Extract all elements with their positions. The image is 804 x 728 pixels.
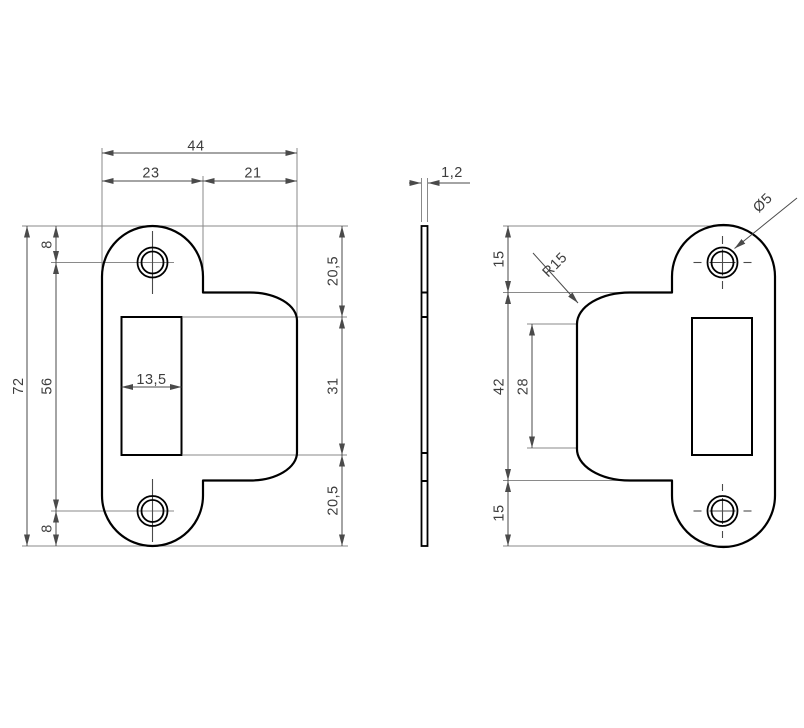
dim-label-back-offset-bottom: 15	[492, 504, 508, 521]
dim-front-width-total: 44	[102, 139, 297, 156]
dim-back-lip-span: 42	[492, 292, 511, 481]
dim-front-hole-spacing: 56	[40, 262, 59, 511]
side-view-outline	[420, 225, 429, 547]
callout-fillet-radius: R15	[532, 250, 579, 304]
front-screw-hole-top	[136, 231, 169, 294]
dim-label-lip-offset-top: 20,5	[326, 256, 342, 286]
dim-label-cutout-height: 31	[326, 377, 342, 394]
dim-front-width-left: 23	[102, 166, 203, 184]
dim-label-thickness: 1,2	[441, 165, 463, 181]
dim-label-hole-offset-bottom: 8	[40, 524, 56, 533]
dim-label-hole-diameter: Ø5	[750, 190, 776, 216]
dim-front-width-right: 21	[203, 166, 297, 184]
dim-label-width-right: 21	[244, 166, 261, 182]
dim-label-back-lip-span: 42	[492, 378, 508, 395]
dim-label-hole-spacing: 56	[40, 377, 56, 394]
dim-label-height-total: 72	[11, 377, 27, 394]
dim-back-offset-top: 15	[492, 226, 511, 293]
extension-lines	[22, 148, 731, 547]
back-view: 15 42 15 28 R15 Ø5	[492, 190, 798, 549]
callout-hole-diameter: Ø5	[734, 190, 798, 249]
dim-label-hole-offset-top: 8	[40, 240, 56, 249]
dim-front-height-total: 72	[11, 226, 31, 546]
dim-back-offset-bottom: 15	[492, 480, 511, 546]
dim-label-width-total: 44	[187, 139, 204, 155]
back-screw-hole-bottom	[693, 484, 752, 538]
dim-label-lip-face-height: 28	[516, 378, 532, 395]
dim-side-thickness: 1,2	[409, 165, 470, 186]
dim-label-back-offset-top: 15	[492, 250, 508, 267]
dim-front-hole-offset-top: 8	[40, 226, 59, 263]
dim-front-hole-offset-bottom: 8	[40, 511, 59, 546]
dim-front-cutout-width: 13,5	[121, 372, 182, 390]
dim-front-lip-offset-top: 20,5	[326, 226, 345, 317]
dim-label-lip-offset-bottom: 20,5	[326, 485, 342, 515]
dim-label-width-left: 23	[142, 166, 159, 182]
front-view: 44 23 21 72 8 56 8 20,5	[11, 139, 345, 548]
front-view-outline	[100, 224, 299, 548]
dim-front-cutout-height: 31	[326, 317, 345, 455]
back-screw-hole-top	[693, 236, 752, 289]
back-view-outline	[575, 223, 777, 549]
front-screw-hole-bottom	[136, 479, 169, 542]
dim-back-lip-face-height: 28	[516, 324, 535, 448]
dim-label-fillet-radius: R15	[540, 250, 571, 281]
dim-front-lip-offset-bottom: 20,5	[326, 455, 345, 546]
dim-label-cutout-width: 13,5	[136, 372, 166, 388]
back-latch-cutout	[691, 317, 753, 456]
side-view: 1,2	[409, 165, 470, 547]
